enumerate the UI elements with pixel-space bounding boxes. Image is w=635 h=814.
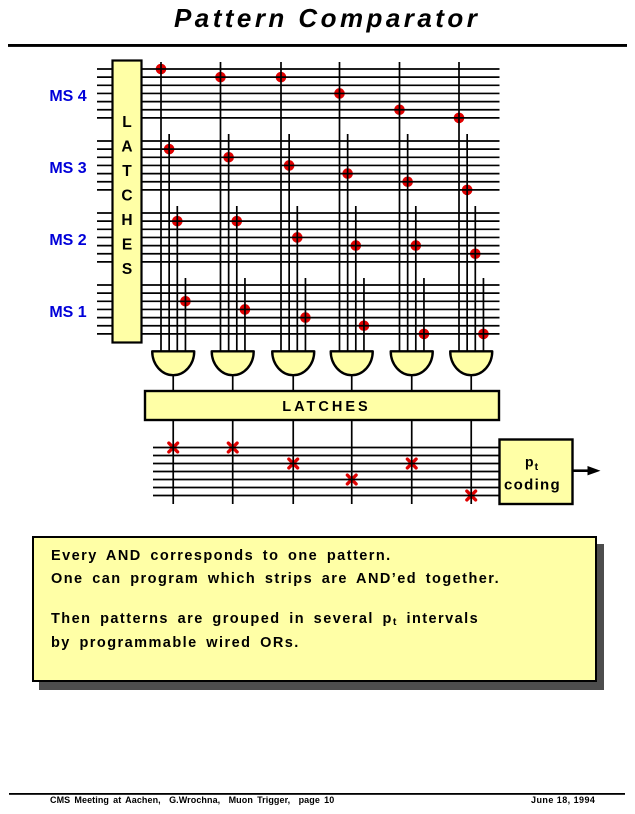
- svg-text:MS 2: MS 2: [49, 232, 86, 249]
- svg-text:H: H: [121, 212, 132, 229]
- svg-text:coding: coding: [504, 477, 561, 494]
- svg-text:C: C: [121, 187, 132, 204]
- svg-text:T: T: [122, 163, 132, 180]
- svg-text:A: A: [121, 139, 132, 156]
- svg-text:LATCHES: LATCHES: [282, 399, 370, 415]
- svg-text:S: S: [122, 261, 132, 278]
- svg-text:L: L: [122, 114, 131, 131]
- svg-text:MS 4: MS 4: [49, 88, 86, 105]
- svg-text:MS 1: MS 1: [49, 304, 86, 321]
- svg-text:E: E: [122, 236, 132, 253]
- svg-text:MS 3: MS 3: [49, 160, 86, 177]
